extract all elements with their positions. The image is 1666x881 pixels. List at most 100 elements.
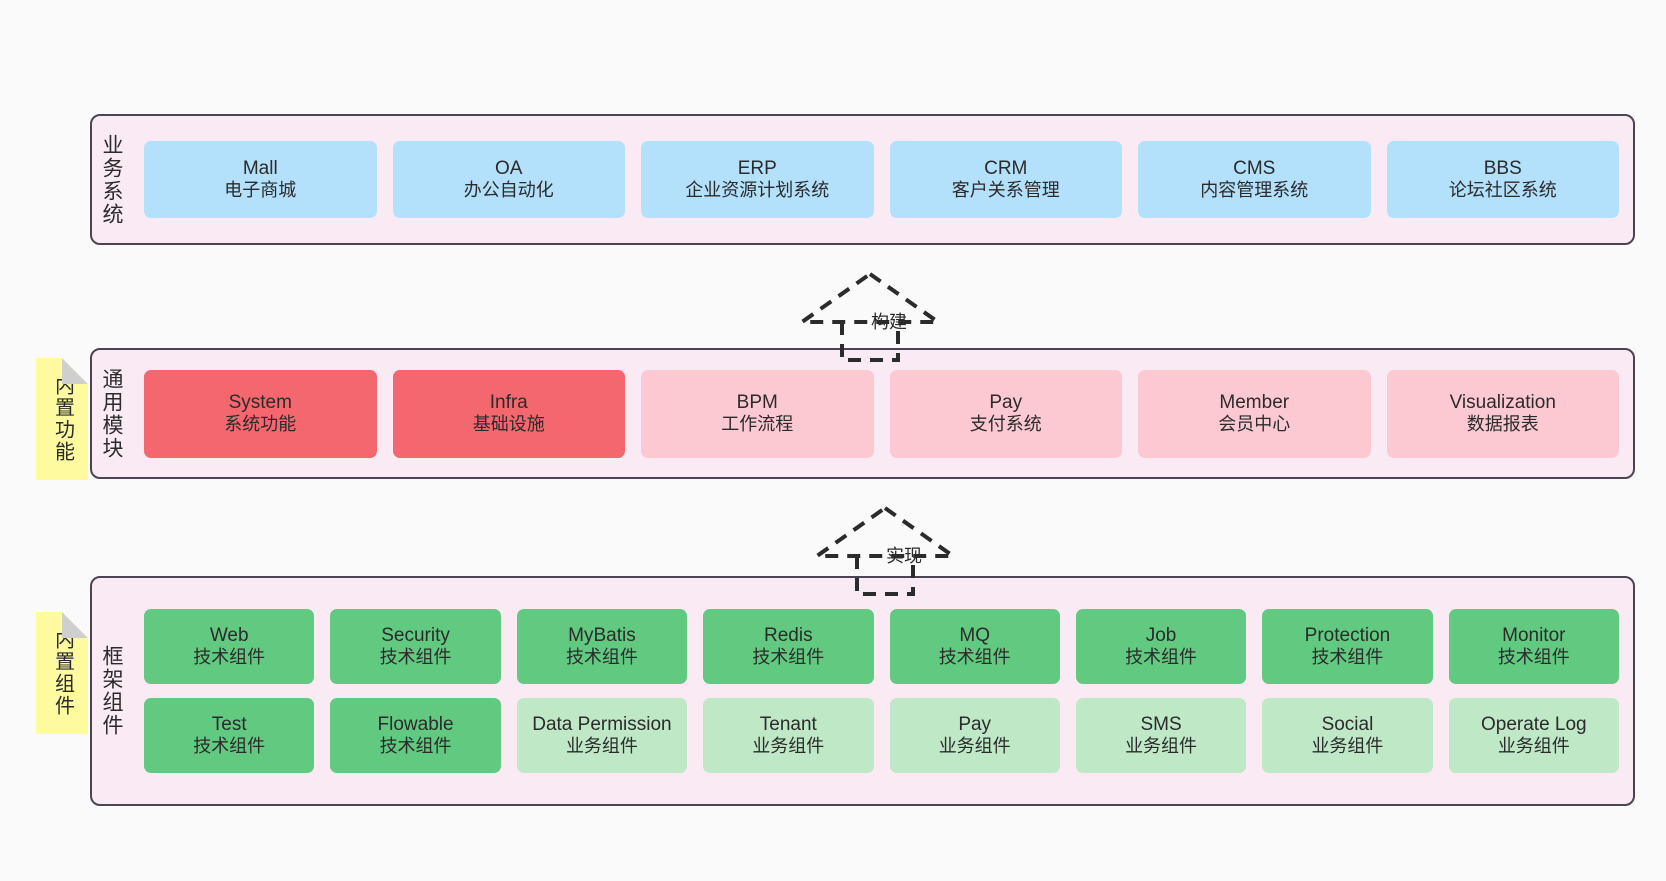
card-mall-name: Mall [242,157,278,179]
card-infra-desc: 基础设施 [472,414,545,435]
card-visualization-name: Visualization [1449,391,1556,413]
card-crm-name: CRM [984,157,1028,179]
card-operate-log-name: Operate Log [1480,713,1587,735]
card-member-name: Member [1219,391,1290,413]
card-mybatis-name: MyBatis [568,624,636,646]
card-test-name: Test [211,713,247,735]
layer-framework-component: 框架组件 Web 技术组件 Security 技术组件 MyBatis 技术组件… [90,576,1635,806]
sticky-note-builtin-features-label: 内置功能 [51,375,74,463]
card-bbs[interactable]: BBS 论坛社区系统 [1386,141,1619,218]
card-monitor[interactable]: Monitor 技术组件 [1448,609,1619,684]
card-job[interactable]: Job 技术组件 [1075,609,1247,684]
card-oa[interactable]: OA 办公自动化 [392,141,625,218]
card-pay-component-name: Pay [958,713,992,735]
card-pay-module[interactable]: Pay 支付系统 [889,369,1122,458]
layer-framework-component-title: 框架组件 [100,645,124,737]
framework-row-business: Test 技术组件 Flowable 技术组件 Data Permission … [144,698,1619,773]
card-flowable-name: Flowable [377,713,454,735]
layer-business-system-title: 业务系统 [100,133,124,226]
sticky-note-builtin-features: 内置功能 [36,358,88,480]
card-data-permission-name: Data Permission [532,713,672,735]
card-mq[interactable]: MQ 技术组件 [889,609,1060,684]
card-tenant-desc: 业务组件 [752,736,825,757]
card-mybatis-desc: 技术组件 [565,647,638,668]
card-mq-name: MQ [959,624,990,646]
sticky-note-fold-icon [62,612,88,638]
card-flowable[interactable]: Flowable 技术组件 [330,698,501,773]
card-system-desc: 系统功能 [224,414,297,435]
card-operate-log-desc: 业务组件 [1497,736,1570,757]
card-sms[interactable]: SMS 业务组件 [1075,698,1247,773]
card-web-desc: 技术组件 [193,647,266,668]
card-flowable-desc: 技术组件 [379,736,452,757]
card-tenant[interactable]: Tenant 业务组件 [703,698,874,773]
card-sms-name: SMS [1140,713,1182,735]
arrow-build-icon [795,271,945,362]
card-security-name: Security [381,624,450,646]
card-security[interactable]: Security 技术组件 [330,609,501,684]
sticky-note-builtin-components-label: 内置组件 [51,629,74,717]
card-social-name: Social [1321,713,1374,735]
framework-row-tech: Web 技术组件 Security 技术组件 MyBatis 技术组件 Redi… [144,609,1619,684]
card-bpm-desc: 工作流程 [721,414,794,435]
card-data-permission[interactable]: Data Permission 业务组件 [516,698,688,773]
card-tenant-name: Tenant [759,713,817,735]
card-infra[interactable]: Infra 基础设施 [392,369,625,458]
card-security-desc: 技术组件 [379,647,452,668]
card-test-desc: 技术组件 [193,736,266,757]
card-operate-log[interactable]: Operate Log 业务组件 [1448,698,1619,773]
card-social[interactable]: Social 业务组件 [1262,698,1433,773]
card-bbs-name: BBS [1483,157,1522,179]
card-pay-component-desc: 业务组件 [938,736,1011,757]
card-cms[interactable]: CMS 内容管理系统 [1138,141,1371,218]
card-redis-name: Redis [764,624,813,646]
card-bbs-desc: 论坛社区系统 [1448,180,1557,201]
card-infra-name: Infra [489,391,528,413]
card-pay-module-desc: 支付系统 [969,414,1042,435]
arrow-build-label: 构建 [871,312,907,332]
card-job-name: Job [1145,624,1177,646]
card-crm-desc: 客户关系管理 [951,180,1060,201]
card-oa-desc: 办公自动化 [463,180,554,201]
card-visualization[interactable]: Visualization 数据报表 [1386,369,1619,458]
layer-framework-component-body: Web 技术组件 Security 技术组件 MyBatis 技术组件 Redi… [130,578,1633,804]
layer-common-module-title: 通用模块 [100,367,124,460]
card-pay-component[interactable]: Pay 业务组件 [889,698,1060,773]
card-system[interactable]: System 系统功能 [144,369,377,458]
card-visualization-desc: 数据报表 [1466,414,1539,435]
card-job-desc: 技术组件 [1125,647,1198,668]
card-mybatis[interactable]: MyBatis 技术组件 [516,609,688,684]
card-mq-desc: 技术组件 [938,647,1011,668]
card-erp-name: ERP [737,157,777,179]
card-cms-name: CMS [1233,157,1276,179]
card-protection-name: Protection [1304,624,1391,646]
sticky-note-builtin-components: 内置组件 [36,612,88,734]
layer-business-system-body: Mall 电子商城 OA 办公自动化 ERP 企业资源计划系统 CRM 客户关系… [130,116,1633,243]
card-redis[interactable]: Redis 技术组件 [703,609,874,684]
arrow-implement: 实现 [810,502,960,598]
arrow-implement-label: 实现 [886,546,922,566]
card-erp[interactable]: ERP 企业资源计划系统 [641,141,874,218]
card-web[interactable]: Web 技术组件 [144,609,315,684]
layer-common-module: 通用模块 System 系统功能 Infra 基础设施 BPM 工作流程 Pay… [90,348,1635,479]
card-oa-name: OA [495,157,523,179]
arrow-build: 构建 [795,268,945,364]
card-bpm[interactable]: BPM 工作流程 [641,369,874,458]
card-member[interactable]: Member 会员中心 [1138,369,1371,458]
card-mall[interactable]: Mall 电子商城 [144,141,377,218]
card-sms-desc: 业务组件 [1125,736,1198,757]
card-crm[interactable]: CRM 客户关系管理 [889,141,1122,218]
layer-common-module-body: System 系统功能 Infra 基础设施 BPM 工作流程 Pay 支付系统… [130,350,1633,477]
card-web-name: Web [209,624,249,646]
arrow-implement-icon [810,505,960,596]
card-protection[interactable]: Protection 技术组件 [1262,609,1433,684]
card-monitor-name: Monitor [1502,624,1566,646]
card-redis-desc: 技术组件 [752,647,825,668]
card-pay-module-name: Pay [989,391,1023,413]
card-social-desc: 业务组件 [1311,736,1384,757]
card-protection-desc: 技术组件 [1311,647,1384,668]
card-cms-desc: 内容管理系统 [1200,180,1309,201]
card-system-name: System [228,391,292,413]
card-test[interactable]: Test 技术组件 [144,698,315,773]
